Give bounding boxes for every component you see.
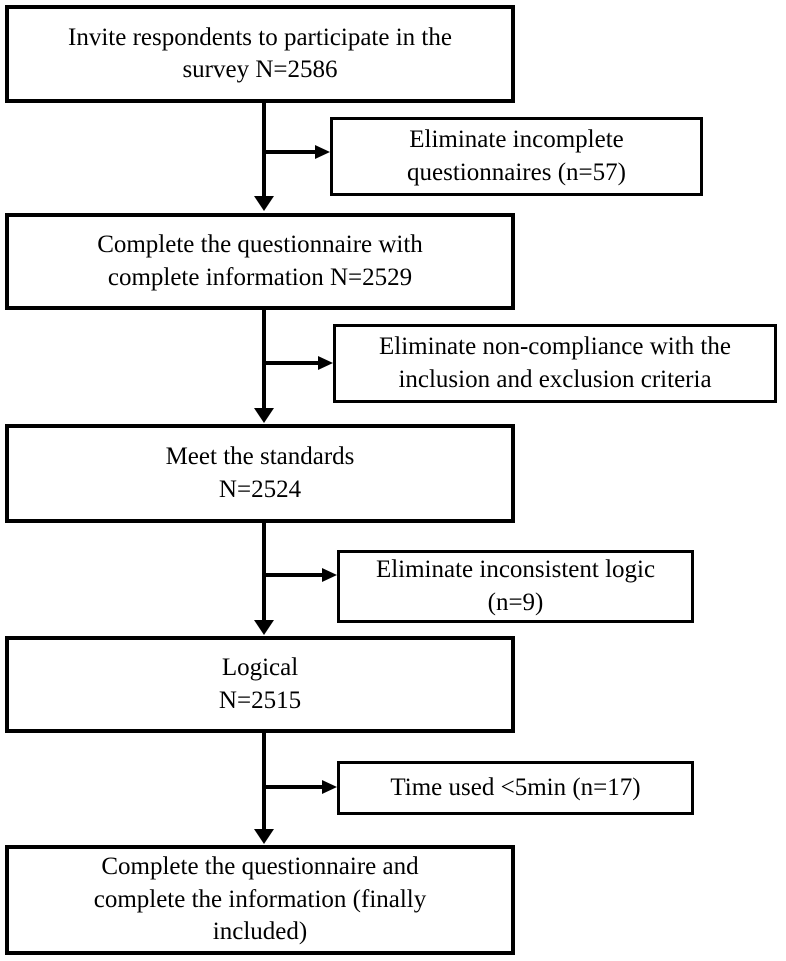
arrow-invite-to-complete xyxy=(254,103,274,211)
node-meet-standards: Meet the standards N=2524 xyxy=(5,424,515,523)
node-eliminate-inconsistent-logic: Eliminate inconsistent logic (n=9) xyxy=(337,550,694,623)
node-time-under-5min: Time used <5min (n=17) xyxy=(337,761,694,815)
node-finally-included-label: Complete the questionnaire and complete … xyxy=(93,853,427,946)
node-eliminate-incomplete-questionnaires-label: Eliminate incomplete questionnaires (n=5… xyxy=(407,126,626,186)
node-eliminate-criteria-noncompliance: Eliminate non-compliance with the inclus… xyxy=(333,324,777,403)
arrow-branch-time-under-5min xyxy=(264,780,337,794)
arrow-branch-criteria-noncompliance xyxy=(264,356,333,370)
node-finally-included: Complete the questionnaire and complete … xyxy=(5,845,515,955)
node-invite-respondents: Invite respondents to participate in the… xyxy=(5,5,515,103)
node-complete-information: Complete the questionnaire with complete… xyxy=(5,213,515,310)
arrow-branch-incomplete-questionnaires xyxy=(264,145,330,159)
node-logical: Logical N=2515 xyxy=(5,636,515,733)
arrow-logical-to-final xyxy=(254,733,274,844)
arrow-branch-inconsistent-logic xyxy=(264,568,337,582)
arrow-complete-to-standards xyxy=(254,310,274,423)
node-complete-information-label: Complete the questionnaire with complete… xyxy=(97,231,423,291)
arrow-standards-to-logical xyxy=(254,523,274,635)
node-eliminate-criteria-noncompliance-label: Eliminate non-compliance with the inclus… xyxy=(379,333,731,393)
node-eliminate-inconsistent-logic-label: Eliminate inconsistent logic (n=9) xyxy=(375,556,656,616)
node-time-under-5min-label: Time used <5min (n=17) xyxy=(390,773,641,801)
node-eliminate-incomplete-questionnaires: Eliminate incomplete questionnaires (n=5… xyxy=(330,117,703,196)
node-logical-label: Logical N=2515 xyxy=(218,654,302,714)
node-invite-respondents-label: Invite respondents to participate in the… xyxy=(68,23,452,84)
node-meet-standards-label: Meet the standards N=2524 xyxy=(165,443,355,503)
